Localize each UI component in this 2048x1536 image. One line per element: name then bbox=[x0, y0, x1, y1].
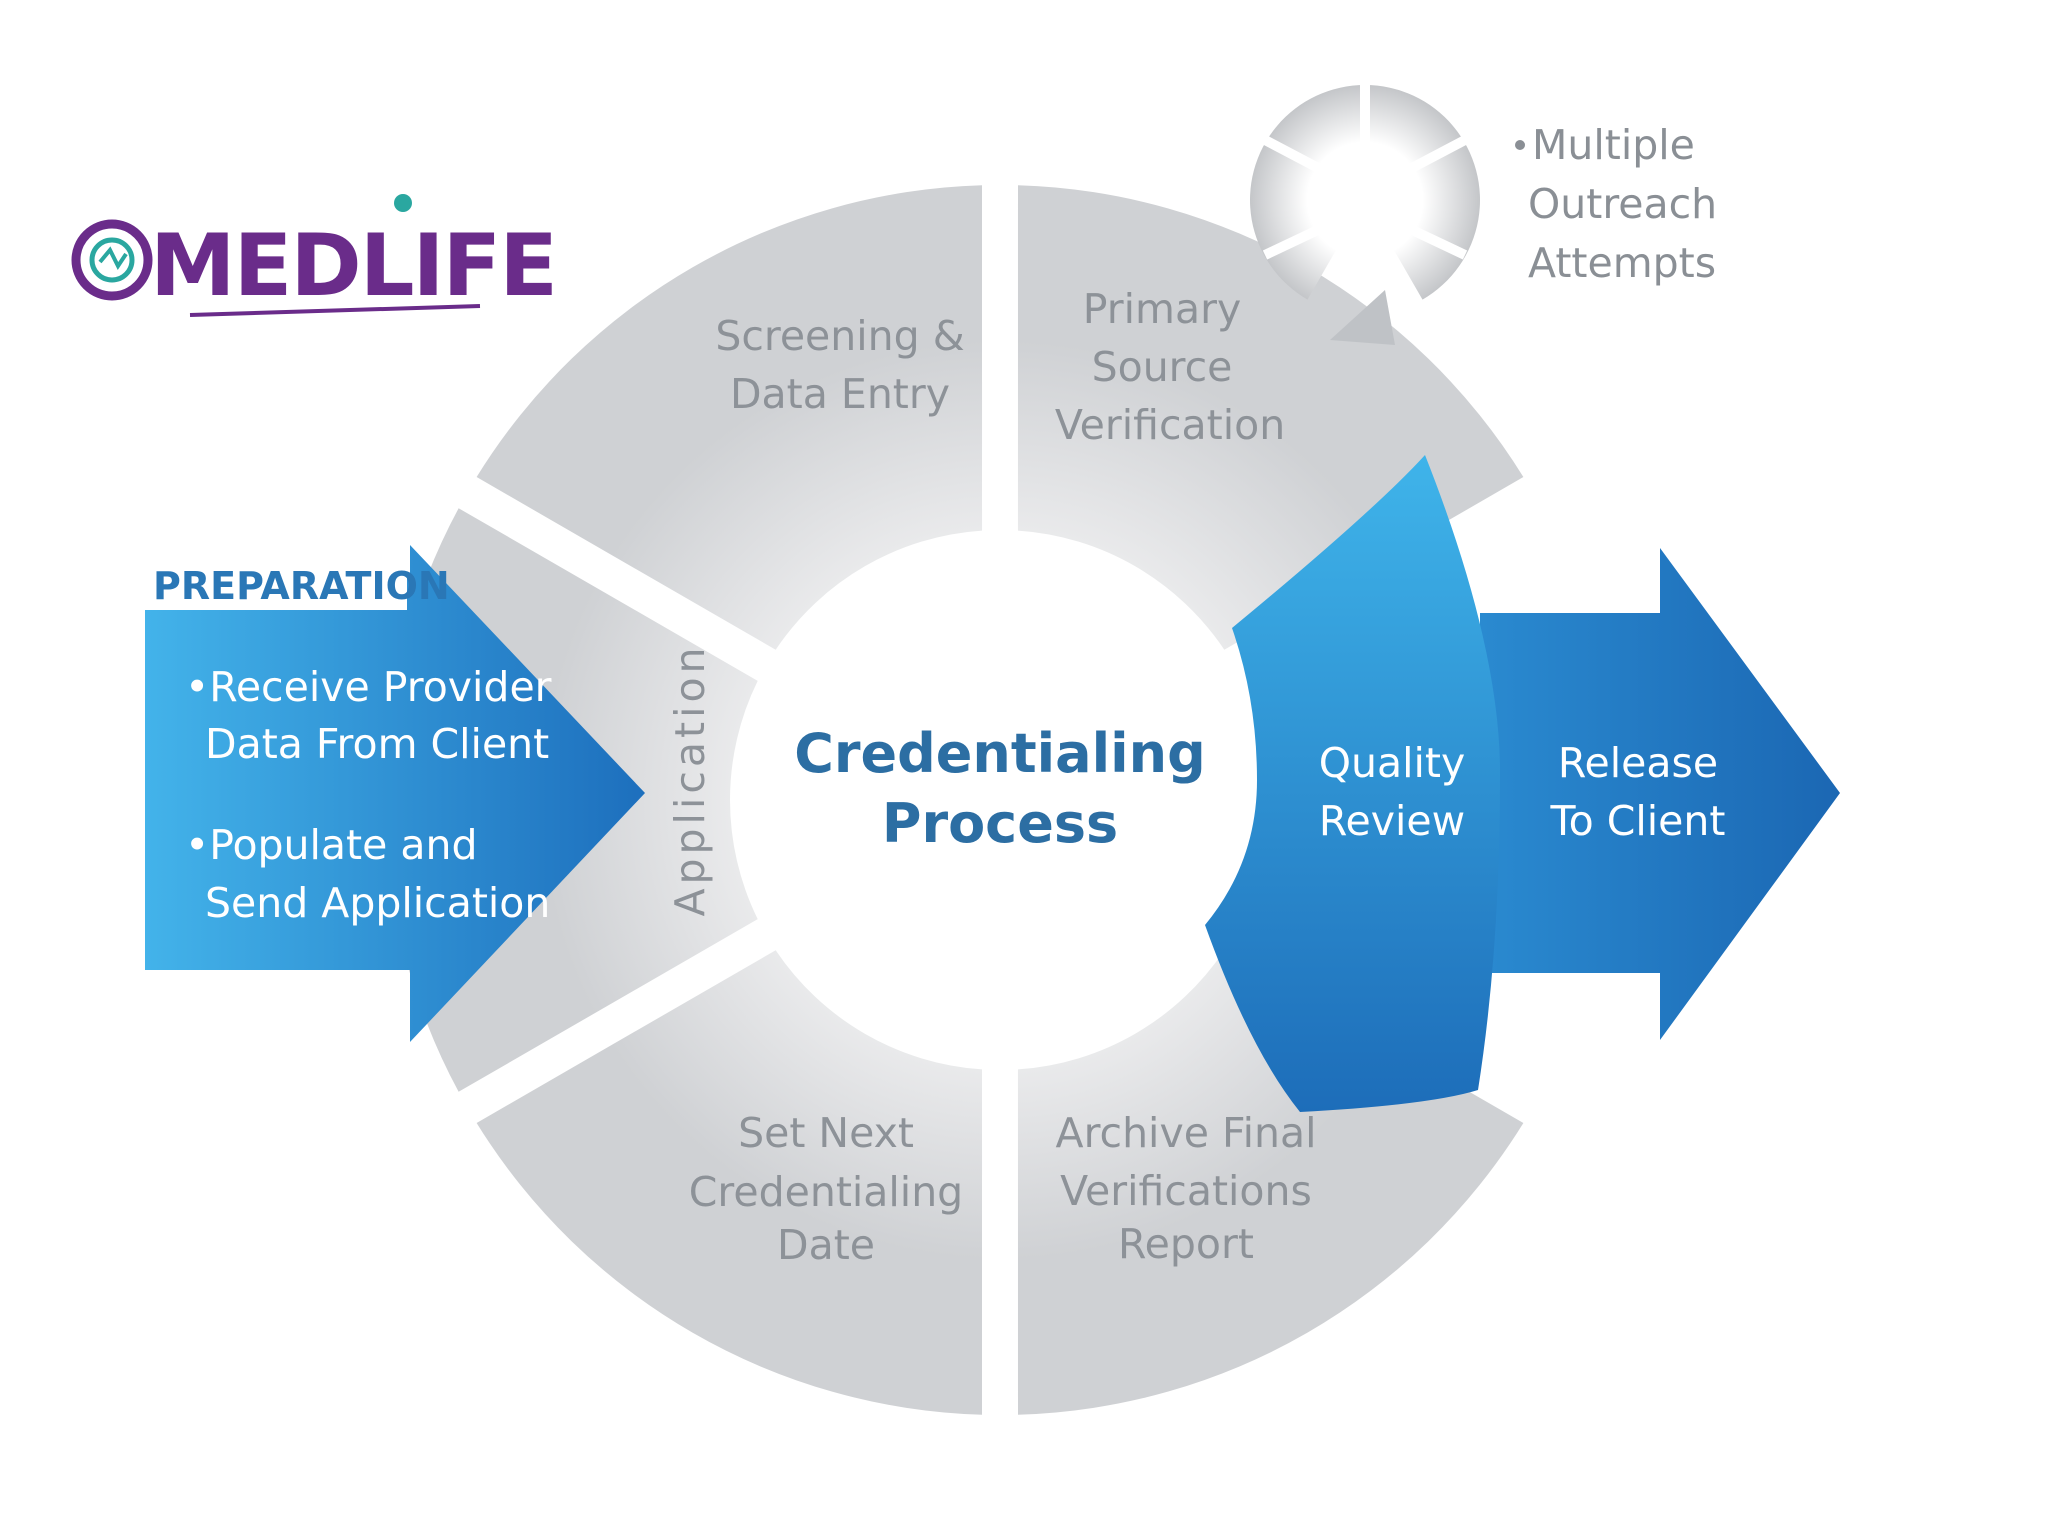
outreach-line-1: Multiple bbox=[1532, 121, 1695, 169]
archive-line-3: Report bbox=[1118, 1220, 1254, 1268]
preparation-arrow: PREPARATION •Receive Provider Data From … bbox=[145, 545, 645, 1042]
archive-line-2: Verifications bbox=[1060, 1167, 1312, 1215]
outreach-text: Multiple Outreach Attempts bbox=[1515, 121, 1717, 287]
segment-screening bbox=[476, 185, 983, 650]
primary-line-1: Primary bbox=[1083, 285, 1241, 333]
center-line-1: Credentialing bbox=[794, 722, 1206, 785]
release-arrow: Release To Client bbox=[1480, 548, 1840, 1040]
prep-bullet-2-line-2: Send Application bbox=[205, 879, 550, 927]
center-title: Credentialing Process bbox=[794, 722, 1206, 855]
release-line-1: Release bbox=[1558, 739, 1718, 787]
medlife-logo: MEDLIFE bbox=[71, 194, 558, 317]
release-line-2: To Client bbox=[1550, 797, 1726, 845]
logo-text: MEDLIFE bbox=[150, 216, 556, 316]
prep-bullet-2-line-1: •Populate and bbox=[185, 821, 478, 869]
outreach-line-3: Attempts bbox=[1528, 239, 1716, 287]
application-label: Application bbox=[666, 643, 714, 916]
primary-line-2: Source bbox=[1092, 343, 1233, 391]
outreach-cycle bbox=[1249, 84, 1481, 345]
prep-bullet-1-line-1: •Receive Provider bbox=[185, 663, 552, 711]
outreach-line-2: Outreach bbox=[1528, 180, 1717, 228]
segment-set-next bbox=[476, 950, 983, 1415]
screening-line-1: Screening & bbox=[715, 312, 964, 360]
prep-bullet-1-line-2: Data From Client bbox=[205, 720, 549, 768]
quality-review: Quality Review bbox=[1205, 455, 1501, 1112]
setnext-line-1: Set Next bbox=[738, 1109, 914, 1157]
setnext-line-2: Credentialing bbox=[689, 1168, 963, 1216]
segment-labels: Screening & Data Entry Primary Source Ve… bbox=[666, 285, 1316, 1269]
preparation-title: PREPARATION bbox=[153, 564, 450, 608]
setnext-line-3: Date bbox=[777, 1221, 875, 1269]
quality-line-1: Quality bbox=[1319, 739, 1466, 787]
archive-line-1: Archive Final bbox=[1056, 1109, 1317, 1157]
primary-line-3: Verification bbox=[1055, 401, 1285, 449]
screening-line-2: Data Entry bbox=[730, 370, 950, 418]
quality-line-2: Review bbox=[1319, 797, 1465, 845]
center-line-2: Process bbox=[882, 792, 1118, 855]
